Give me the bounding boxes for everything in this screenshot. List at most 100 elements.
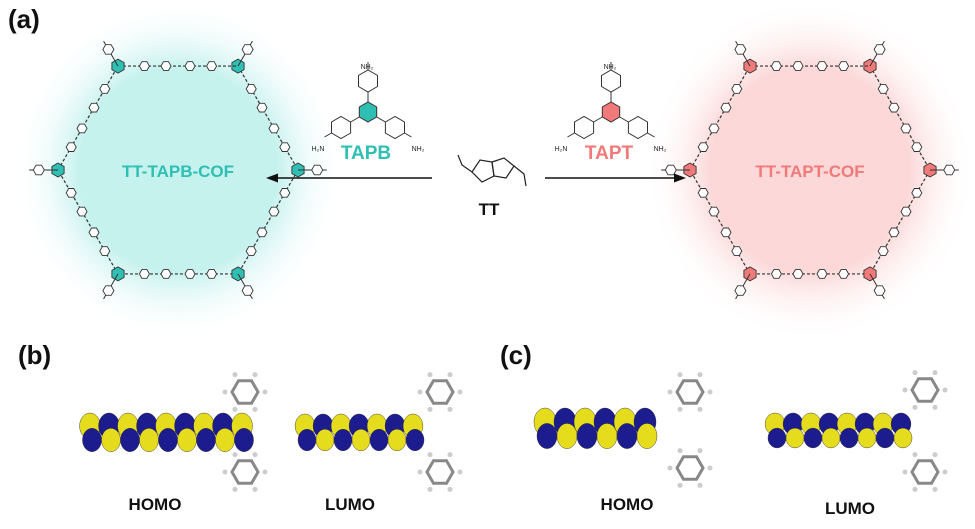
lobe xyxy=(857,427,877,449)
tt-label: TT xyxy=(478,200,500,219)
linker-ring xyxy=(88,227,100,238)
phenyl-ring xyxy=(910,459,940,485)
hydrogen-atom xyxy=(707,389,713,395)
b-lumo-phenyl xyxy=(417,452,463,492)
tt-tapb-cof-label: TT-TAPB-COF xyxy=(121,162,235,181)
lobe xyxy=(333,429,353,452)
hydrogen-atom xyxy=(912,404,918,410)
hydrogen-atom xyxy=(262,469,268,475)
linker-ring xyxy=(770,61,782,71)
linker-ring xyxy=(900,123,912,134)
tapt-amine-right: NH₂ xyxy=(653,146,667,153)
linker-ring xyxy=(88,102,100,113)
linker-ring xyxy=(838,269,850,279)
linker-ring xyxy=(708,123,720,134)
hydrogen-atom xyxy=(427,406,433,412)
linker-ring xyxy=(245,246,257,256)
linker-ring xyxy=(268,206,280,217)
phenyl-ring xyxy=(331,115,352,140)
hydrogen-atom xyxy=(232,452,238,458)
c-lumo-phenyl xyxy=(902,370,948,410)
linker-ring xyxy=(184,61,196,71)
linker-ring xyxy=(160,61,172,71)
lobe xyxy=(177,428,197,452)
node-arm-ring xyxy=(102,44,115,55)
hydrogen-atom xyxy=(677,406,683,412)
lobe xyxy=(636,423,658,449)
linker-ring xyxy=(279,142,291,152)
hydrogen-atom xyxy=(942,469,948,475)
lobe xyxy=(351,429,371,452)
tt-tapt-cof-label: TT-TAPT-COF xyxy=(755,162,865,181)
lobe xyxy=(215,428,235,452)
c-lumo-label: LUMO xyxy=(824,499,876,518)
panel-label-b: (b) xyxy=(18,340,52,370)
node-core-ring xyxy=(743,266,757,282)
b-lumo-orbital xyxy=(294,413,425,452)
linker-ring xyxy=(877,246,889,256)
node-arm-ring xyxy=(102,285,115,296)
node-core-ring xyxy=(863,266,877,282)
tt-tapb-cof-structure xyxy=(13,0,343,340)
lobe xyxy=(556,423,578,449)
linker-ring xyxy=(911,188,923,198)
node-core-ring xyxy=(111,266,125,282)
cof-linker xyxy=(57,65,119,171)
tapb-structure xyxy=(324,62,412,140)
cof-linker xyxy=(869,65,931,171)
hydrogen-atom xyxy=(447,372,453,378)
bond xyxy=(376,116,386,123)
b-homo-label: HOMO xyxy=(128,495,182,514)
lobe xyxy=(387,429,407,452)
lobe xyxy=(536,423,558,449)
hydrogen-atom xyxy=(252,406,258,412)
linker-ring xyxy=(184,269,196,279)
linker-ring xyxy=(888,227,900,238)
linker-ring xyxy=(268,123,280,134)
lobe xyxy=(297,429,317,452)
bond xyxy=(404,132,412,138)
hydrogen-atom xyxy=(232,372,238,378)
phenyl-ring xyxy=(601,69,621,93)
hydrogen-atom xyxy=(707,465,713,471)
tapt-structure xyxy=(567,62,655,140)
tt-tapt-cof-structure xyxy=(645,0,975,340)
lobe xyxy=(196,428,216,452)
bond xyxy=(619,116,629,123)
lobe xyxy=(120,428,140,452)
bond xyxy=(593,116,603,123)
bond xyxy=(567,132,575,138)
hydrogen-atom xyxy=(427,486,433,492)
node-arm-ring xyxy=(664,164,677,176)
tt-tapt-cof-structure-glow xyxy=(645,0,975,340)
phenyl-ring xyxy=(384,115,405,140)
cof-linker xyxy=(689,169,751,275)
lobe xyxy=(82,428,102,452)
lobe xyxy=(596,423,618,449)
node-arm-ring xyxy=(241,44,254,55)
lobe xyxy=(803,427,823,449)
phenyl-ring xyxy=(910,377,940,403)
tapt-amine-top: NH₂ xyxy=(603,64,617,71)
tt-tapb-cof-structure-glow xyxy=(13,0,343,340)
lobe xyxy=(139,428,159,452)
lobe xyxy=(315,429,335,452)
phenyl-ring xyxy=(230,379,260,405)
hydrogen-atom xyxy=(677,372,683,378)
node-core-ring xyxy=(231,266,245,282)
linker-ring xyxy=(708,206,720,217)
lobe xyxy=(839,427,859,449)
b-homo-orbital xyxy=(79,412,254,452)
bond xyxy=(324,132,332,138)
hydrogen-atom xyxy=(677,482,683,488)
linker-ring xyxy=(65,142,77,152)
phenyl-ring xyxy=(358,69,378,93)
hydrogen-atom xyxy=(447,452,453,458)
hydrogen-atom xyxy=(447,486,453,492)
node-arm-ring xyxy=(311,164,324,176)
node-arm-ring xyxy=(873,285,886,296)
thiophene-ring xyxy=(491,157,515,179)
lobe xyxy=(101,428,121,452)
linker-ring xyxy=(900,206,912,217)
linker-ring xyxy=(697,188,709,198)
